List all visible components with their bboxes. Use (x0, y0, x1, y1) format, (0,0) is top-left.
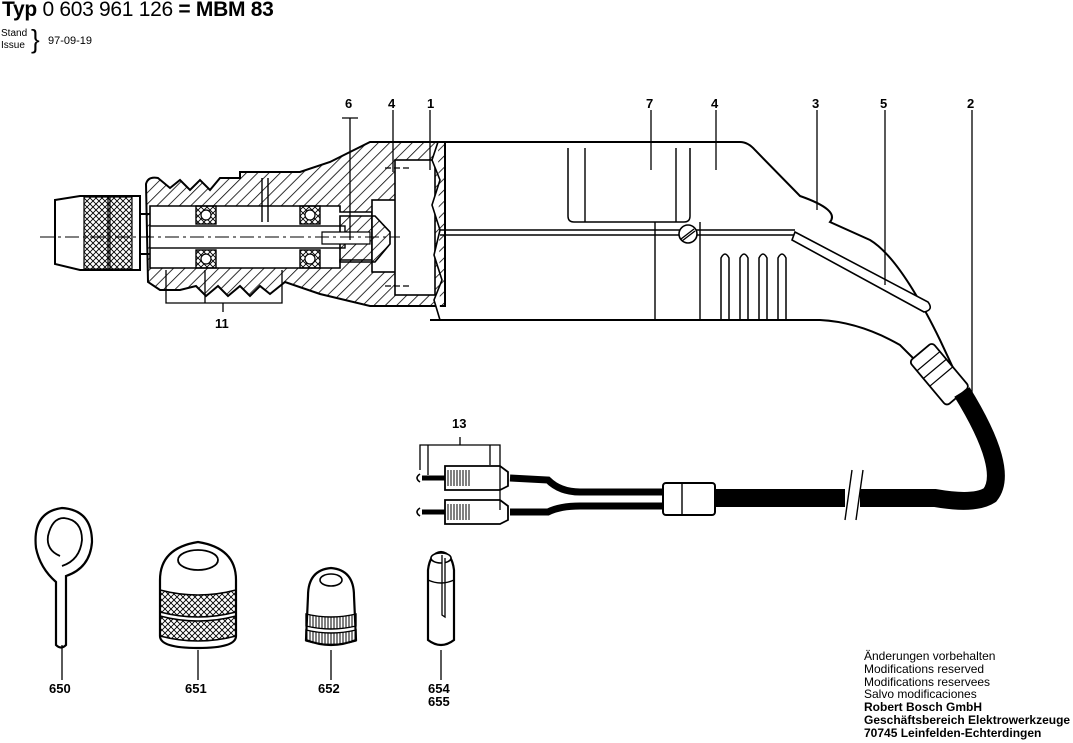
callout-655: 655 (428, 694, 450, 709)
stand-label: Stand (1, 28, 28, 39)
bearing-left (195, 205, 217, 269)
bearing-right (299, 205, 321, 269)
plug-bottom (416, 499, 509, 525)
front-housing-section (144, 141, 446, 307)
model-name: MBM 83 (195, 0, 274, 21)
callout-11: 11 (215, 316, 229, 331)
callout-650: 650 (49, 681, 71, 696)
tool-assembly (40, 141, 1005, 525)
footer-line-fr: Modifications reservees (864, 674, 991, 689)
footer-line-de: Änderungen vorbehalten (864, 649, 996, 663)
callout-2: 2 (967, 96, 974, 111)
callout-leaders (61, 110, 973, 680)
callout-651: 651 (185, 681, 207, 696)
power-cable (416, 387, 1005, 525)
issue-label: Issue (1, 40, 25, 51)
plug-top (416, 465, 509, 491)
screw-icon (678, 224, 698, 244)
callout-4-front: 4 (388, 96, 396, 111)
collet-654-655 (426, 550, 456, 647)
callout-5: 5 (880, 96, 887, 111)
callout-labels: 6 4 1 7 4 3 5 2 11 13 650 651 652 654 65… (49, 96, 974, 709)
hook-key-650 (34, 506, 94, 649)
motor-housing (430, 141, 969, 406)
footer-notice: Änderungen vorbehalten Modifications res… (864, 650, 1070, 740)
part-number: 0 603 961 126 (42, 0, 173, 21)
document-title: Typ 0 603 961 126 = MBM 83 (2, 0, 274, 22)
company-name: Robert Bosch GmbH (864, 700, 983, 715)
brace-icon: } (31, 24, 40, 54)
callout-652: 652 (318, 681, 340, 696)
division-name: Geschäftsbereich Elektrowerkzeuge (864, 712, 1071, 727)
callout-4-rear: 4 (711, 96, 719, 111)
callout-6: 6 (345, 96, 352, 111)
chuck-nut-652 (304, 566, 358, 647)
chuck-nut-651 (158, 540, 238, 650)
vent-slots (720, 253, 787, 320)
footer-line-en: Modifications reserved (864, 661, 985, 676)
typ-prefix: Typ (2, 0, 37, 21)
callout-3: 3 (812, 96, 819, 111)
footer-line-es: Salvo modificaciones (864, 687, 977, 702)
stand-issue-labels: Stand Issue (1, 28, 27, 52)
callout-654: 654 (428, 681, 450, 696)
equals-sign: = (178, 0, 191, 21)
callout-13: 13 (452, 416, 466, 431)
callout-7: 7 (646, 96, 653, 111)
issue-date: 97-09-19 (48, 35, 93, 47)
company-address: 70745 Leinfelden-Echterdingen (864, 725, 1042, 740)
callout-1: 1 (427, 96, 434, 111)
